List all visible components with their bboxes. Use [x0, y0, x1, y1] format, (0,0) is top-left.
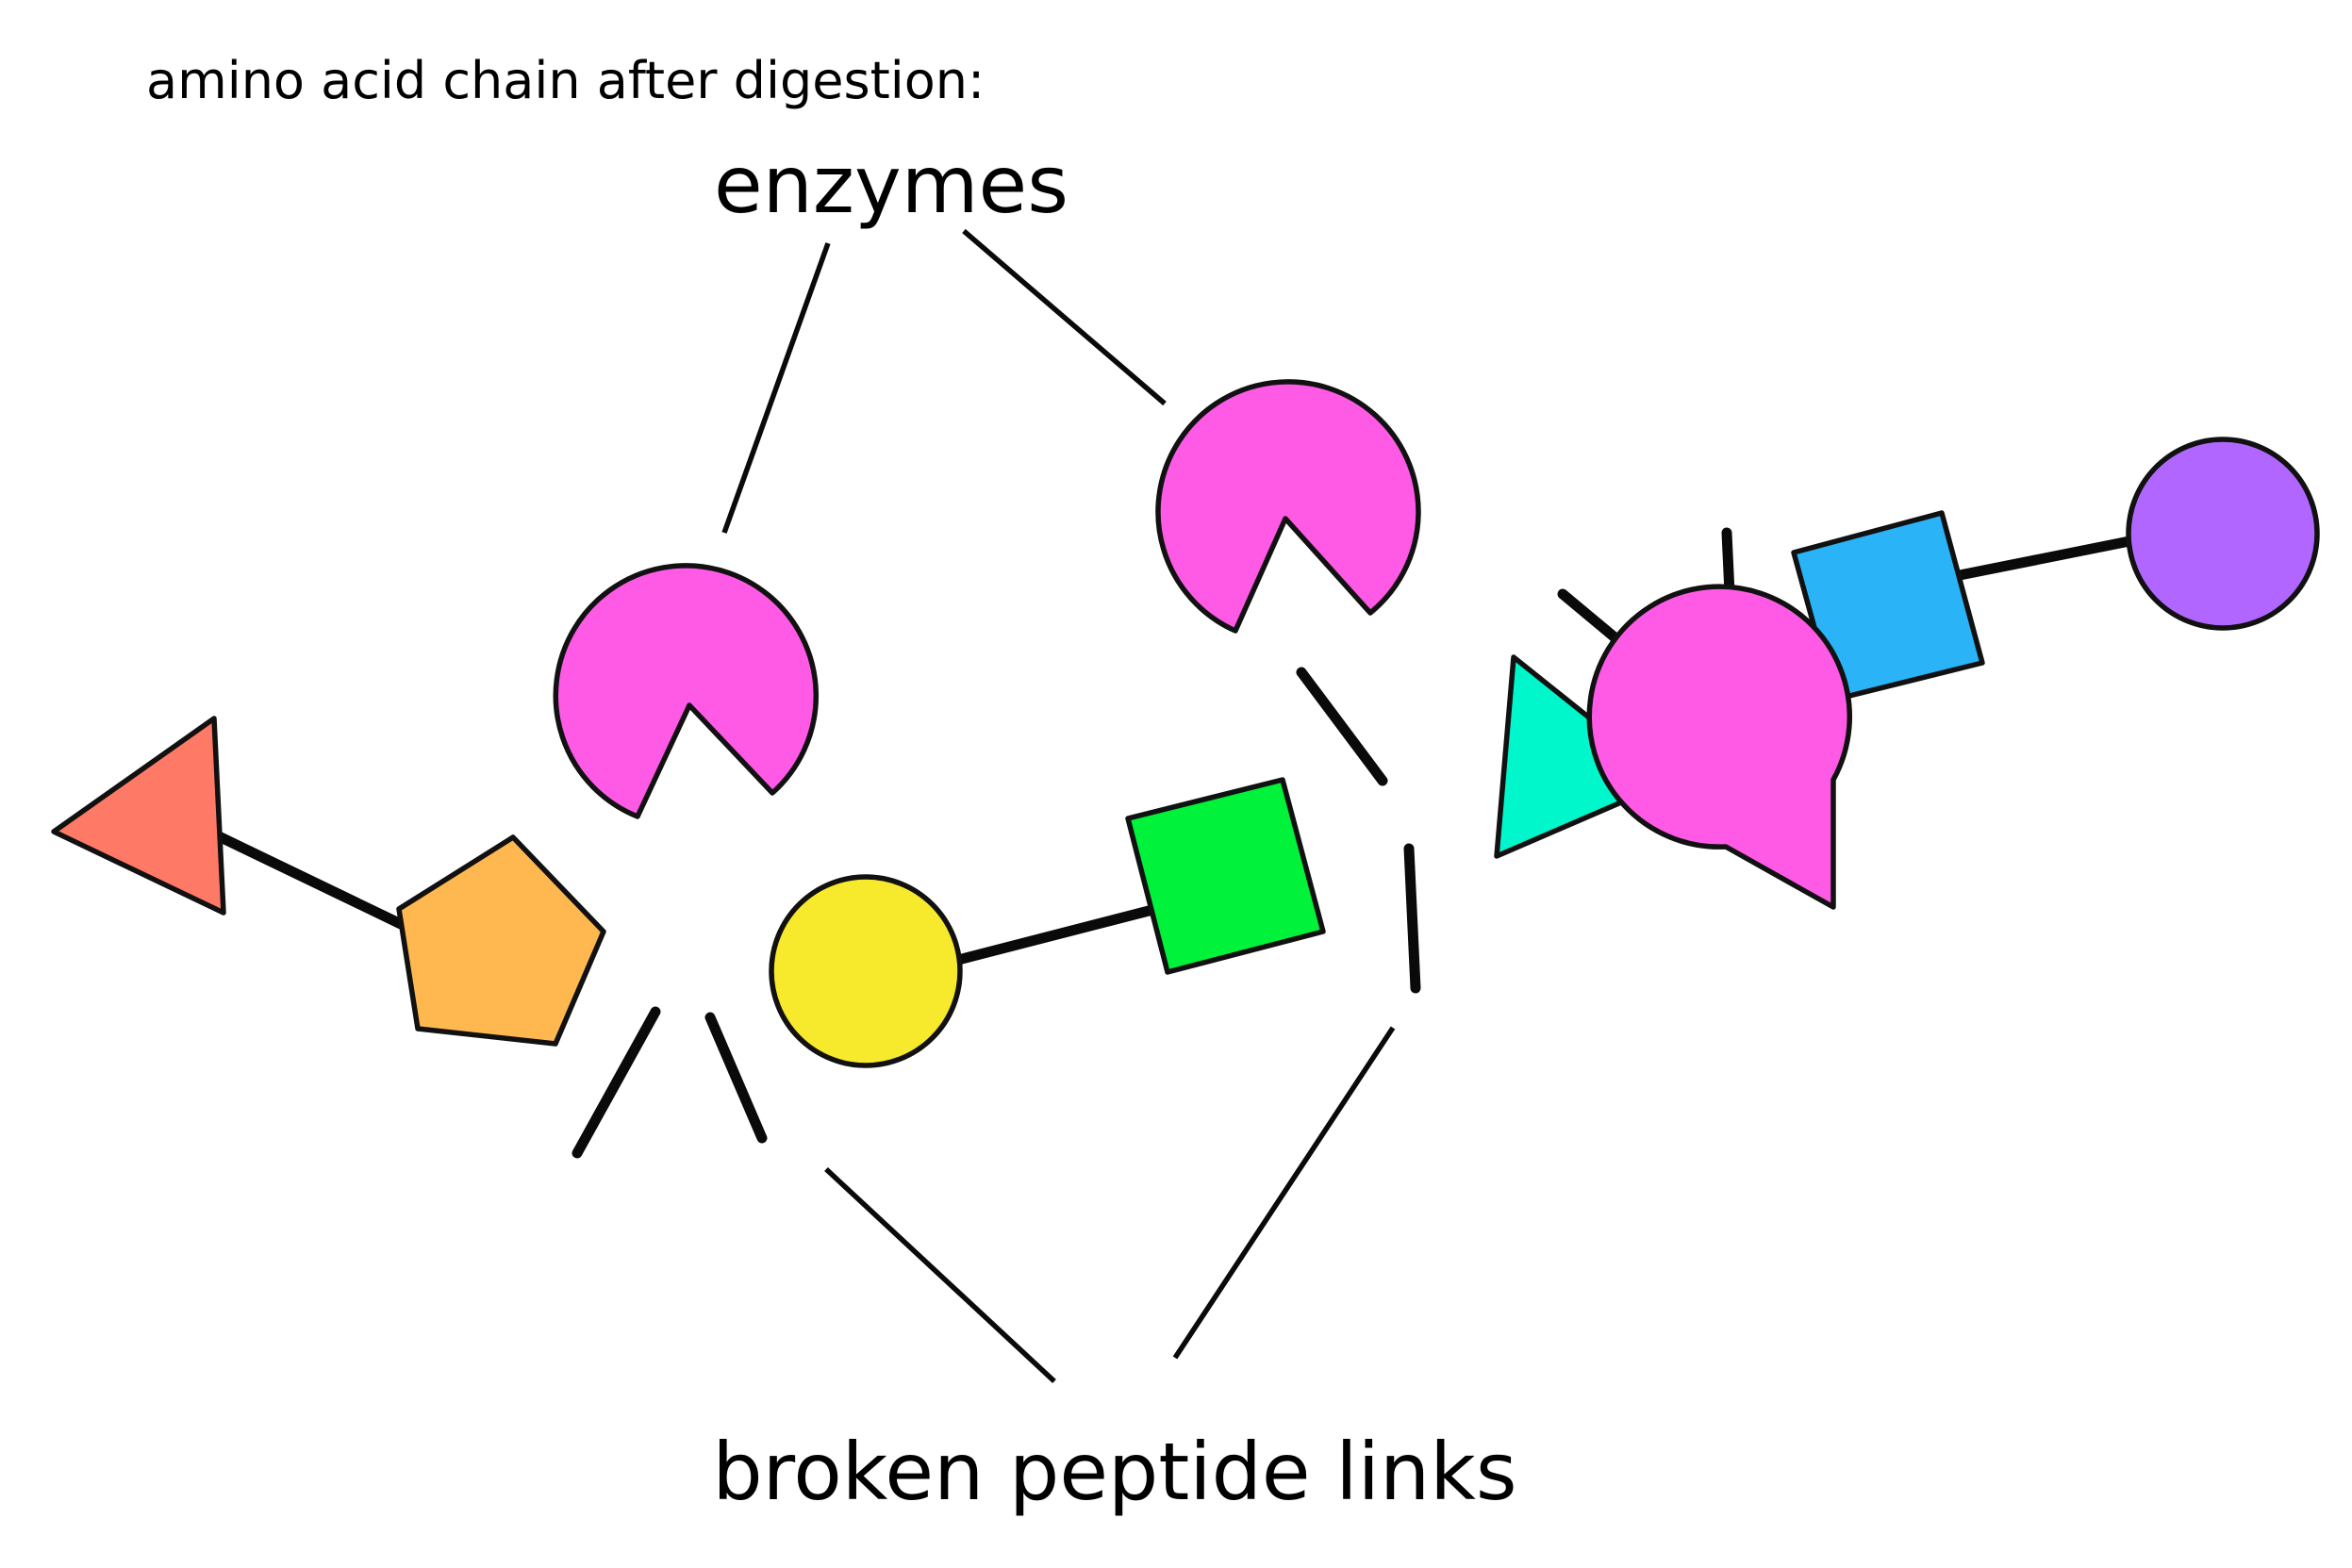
peptide-bond — [1954, 536, 2135, 581]
amino-acid-green-square — [1125, 777, 1326, 975]
enzymes-leader-line-right — [962, 228, 1167, 406]
amino-acid-red-triangle — [51, 716, 226, 916]
amino-acid-purple-circle — [2126, 437, 2320, 631]
enzyme-1-pacman — [553, 563, 820, 819]
broken-bond-fragment — [1296, 667, 1388, 786]
peptide-bond — [213, 831, 406, 930]
broken-links-label: broken peptide links — [712, 1426, 1516, 1518]
broken-links-leader-line-right — [1172, 1026, 1396, 1360]
broken-bond-fragment — [1403, 843, 1421, 994]
enzymes-label: enzymes — [714, 139, 1068, 231]
broken-bond-fragment — [704, 1012, 768, 1144]
amino-acid-yellow-circle — [769, 874, 963, 1068]
enzyme-2-pacman — [1155, 379, 1421, 634]
diagram-title: amino acid chain after digestion: — [146, 51, 985, 110]
peptide-bond — [952, 904, 1158, 966]
enzymes-leader-line-left — [721, 242, 831, 534]
broken-bond-fragment — [571, 1006, 661, 1159]
broken-links-leader-line-left — [824, 1166, 1056, 1384]
amino-acid-orange-pentagon — [396, 834, 606, 1047]
enzyme-3-pacman — [1586, 584, 1853, 910]
